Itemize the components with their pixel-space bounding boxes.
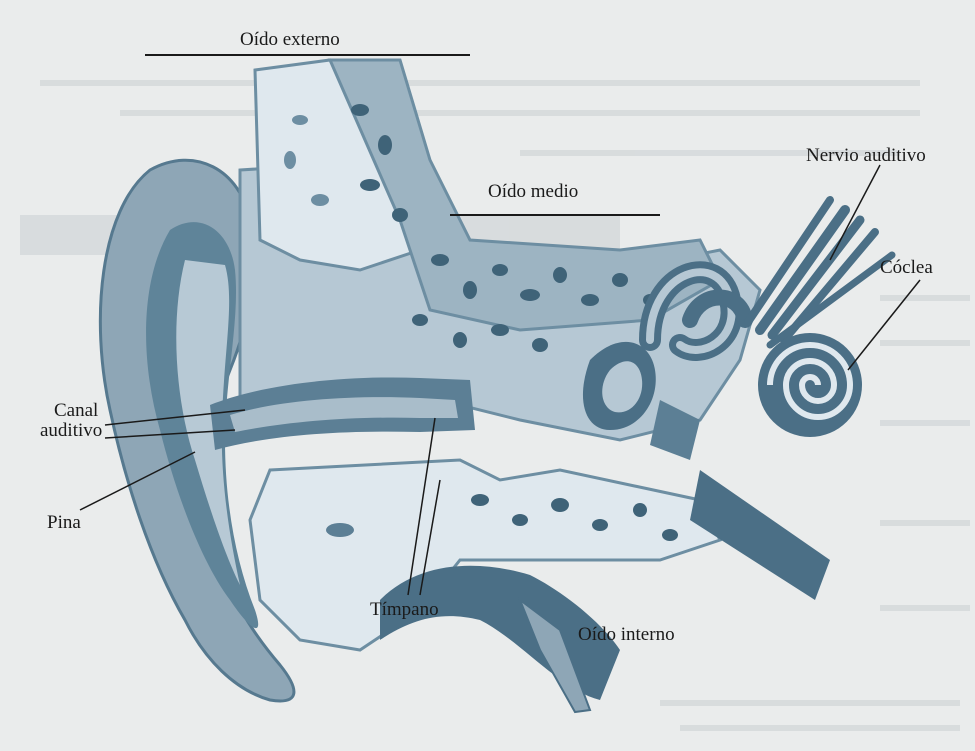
cochlea-leader-line <box>848 280 920 370</box>
ear-canal-label: Canal auditivo <box>40 401 102 441</box>
auditory-nerve-label: Nervio auditivo <box>806 146 926 166</box>
middle-ear-label: Oído medio <box>488 182 578 202</box>
auditory-nerve-fibers <box>748 200 892 345</box>
pinna-label: Pina <box>47 513 81 533</box>
ear-canal-label-line2: auditivo <box>40 421 102 441</box>
eardrum-label: Tímpano <box>370 600 439 620</box>
inner-ear-label: Oído interno <box>578 625 675 645</box>
cochlea-label: Cóclea <box>880 258 933 278</box>
cochlea-spiral <box>758 333 862 437</box>
outer-ear-label: Oído externo <box>240 30 340 50</box>
ear-canal-label-line1: Canal <box>40 401 102 421</box>
